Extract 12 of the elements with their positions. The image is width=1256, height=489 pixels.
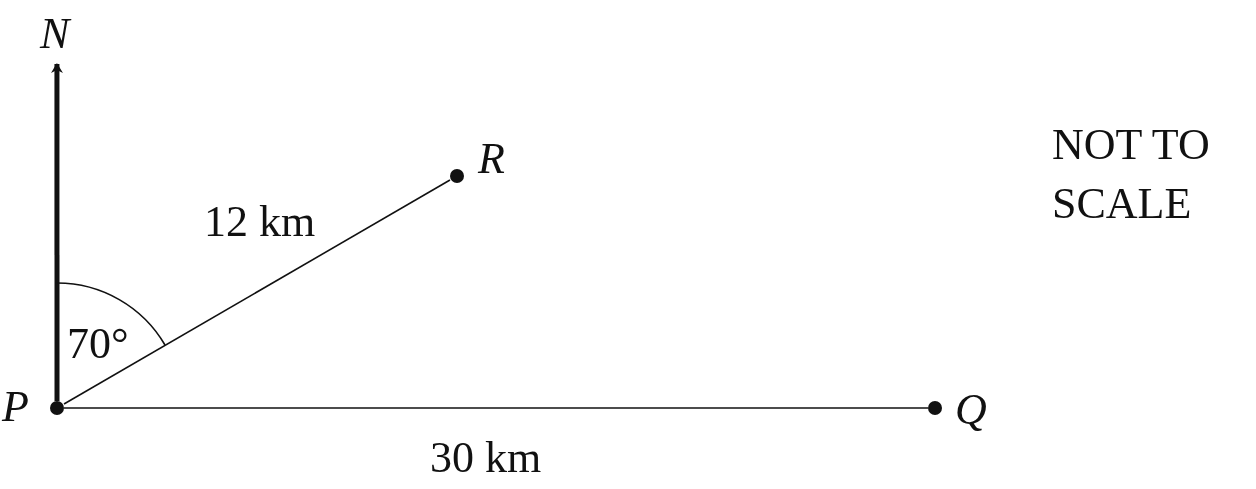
note: NOT TO SCALE: [1052, 119, 1211, 231]
point-dot: [50, 401, 64, 415]
line-segment: [63, 407, 929, 409]
angle-label: 70°: [67, 322, 129, 366]
line-segment: [63, 179, 451, 405]
point-dot: [928, 401, 942, 415]
point-label: Q: [955, 388, 987, 432]
point-label: R: [478, 137, 505, 181]
point-label: N: [40, 12, 70, 56]
arrow: [50, 63, 63, 401]
point-dot: [450, 169, 464, 183]
point-label: P: [2, 385, 29, 429]
